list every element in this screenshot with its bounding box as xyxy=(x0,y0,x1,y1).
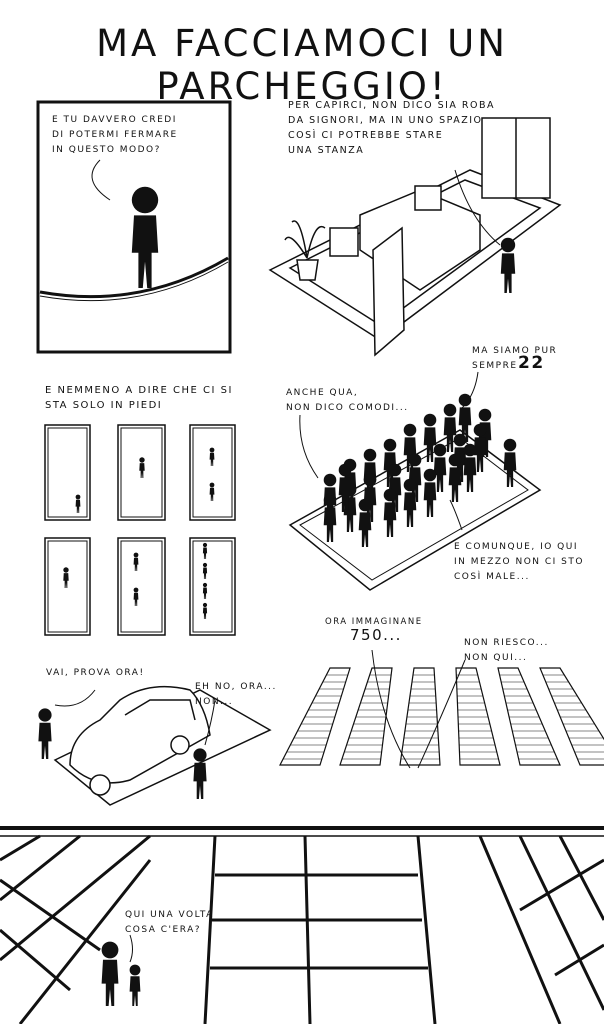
person-figure xyxy=(38,708,52,759)
crowd-bottom-speech: E COMUNQUE, IO QUI IN MEZZO NON CI STO C… xyxy=(454,542,584,582)
parking-stripe xyxy=(339,667,393,766)
person-figure xyxy=(443,403,457,452)
person-figure xyxy=(131,186,159,288)
street-parking-grid xyxy=(0,834,604,1024)
person-figure xyxy=(473,423,487,472)
person-figure xyxy=(503,438,517,487)
person-figure xyxy=(423,413,437,462)
parking-stripe xyxy=(455,667,501,766)
stripes-left-speech: ORA IMMAGINANE xyxy=(325,617,423,627)
parking-stripe xyxy=(279,667,351,766)
person-figure xyxy=(338,463,352,512)
person-figure xyxy=(75,494,81,513)
person-figure xyxy=(458,393,472,442)
person-figure xyxy=(139,457,145,478)
crowd-parking-space xyxy=(288,429,542,591)
car-left-speech: VAI, PROVA ORA! xyxy=(46,668,145,678)
person-figure xyxy=(433,443,447,492)
person-figure xyxy=(383,488,397,537)
person-figure xyxy=(193,748,207,799)
person-figure xyxy=(403,478,417,527)
person-figure xyxy=(209,447,215,466)
parking-stripes xyxy=(279,667,604,766)
street-speech: QUI UNA VOLTA COSA C'ERA? xyxy=(125,910,214,935)
person-figure xyxy=(63,567,69,588)
person-figure xyxy=(500,237,516,293)
parking-stripe xyxy=(497,667,561,766)
person-figure xyxy=(202,542,208,559)
stripes-count: 750... xyxy=(350,626,402,644)
panel-rope-frame xyxy=(36,100,232,354)
parking-stripe xyxy=(539,667,604,766)
crowd-left-speech: ANCHE QUA, NON DICO COMODI... xyxy=(286,388,409,413)
person-figure xyxy=(202,582,208,599)
room-drawing xyxy=(268,117,562,357)
person-figure xyxy=(129,964,141,1006)
person-figure xyxy=(463,443,477,492)
person-figure xyxy=(202,602,208,619)
comic-title: MA FACCIAMOCI UN PARCHEGGIO! xyxy=(96,22,508,108)
standing-spaces xyxy=(44,424,236,636)
person-figure xyxy=(209,482,215,501)
person-figure xyxy=(101,941,119,1006)
rope xyxy=(39,256,229,299)
parking-stripe xyxy=(399,667,441,766)
person-figure xyxy=(448,453,462,502)
car-right-speech: EH NO, ORA... NON... xyxy=(195,682,277,707)
rope-speech: E TU DAVVERO CREDI DI POTERMI FERMARE IN… xyxy=(52,115,178,155)
crowd-top-speech: MA SIAMO PUR SEMPRE xyxy=(472,346,558,371)
car-drawing xyxy=(53,685,272,806)
person-figure xyxy=(133,587,139,606)
person-figure xyxy=(202,562,208,579)
room-caption: PER CAPIRCI, NON DICO SIA ROBA DA SIGNOR… xyxy=(288,100,496,156)
person-figure xyxy=(358,498,372,547)
person-figure xyxy=(133,552,139,571)
stripes-right-speech: NON RIESCO... NON QUI... xyxy=(464,638,549,663)
person-figure xyxy=(423,468,437,517)
person-figure xyxy=(323,493,337,542)
crowd-count: 22 xyxy=(518,353,545,373)
standing-caption: E NEMMENO A DIRE CHE CI SI STA SOLO IN P… xyxy=(45,385,233,411)
